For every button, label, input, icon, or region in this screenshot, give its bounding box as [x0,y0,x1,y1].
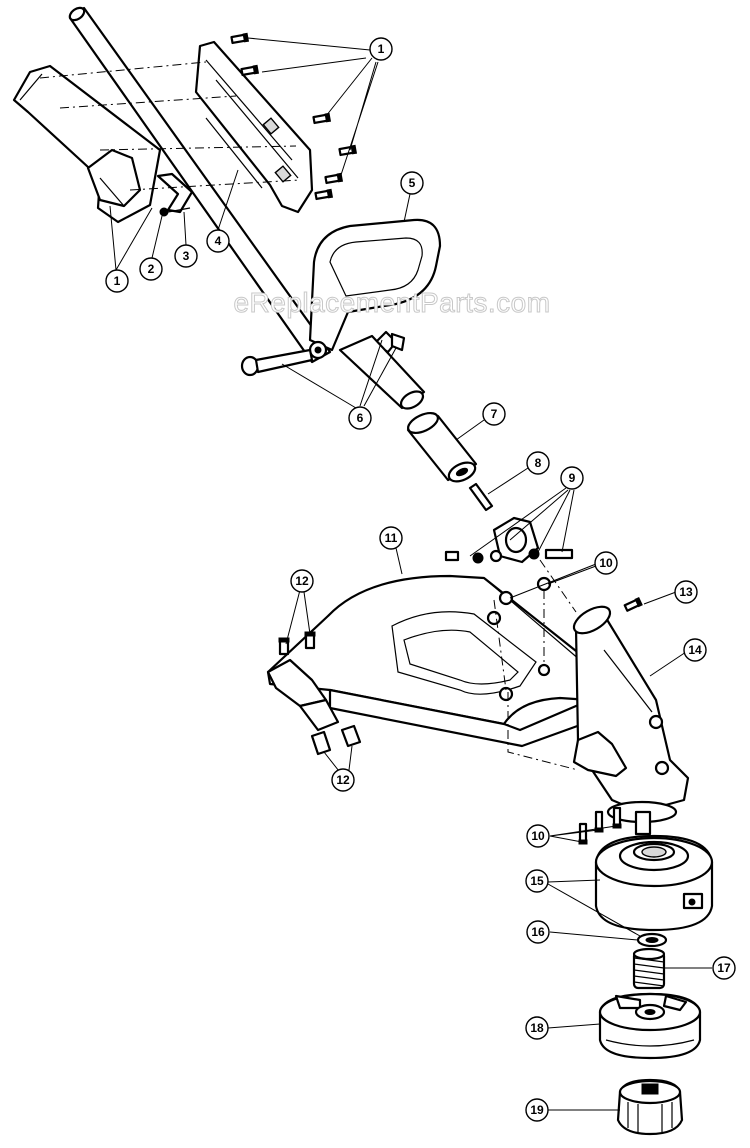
coupler-sleeve [406,411,478,483]
svg-text:10: 10 [531,829,545,843]
callout-12-upper: 12 [290,569,314,593]
callout-3: 3 [174,244,198,268]
watermark-text: eReplacementParts.com [233,287,550,318]
handle-housing-right [194,40,314,214]
spool [598,992,702,1060]
upper-shaft [68,6,332,364]
svg-text:12: 12 [295,574,309,588]
spring [632,947,666,990]
grass-guard [266,574,602,748]
callout-2: 2 [139,257,163,281]
callout-14: 14 [683,638,707,662]
callout-5: 5 [400,171,424,195]
callout-1-bottom: 1 [105,269,129,293]
callout-17: 17 [712,956,736,980]
svg-text:1: 1 [114,274,121,288]
svg-text:5: 5 [409,176,416,190]
gear-head [572,605,690,836]
callout-10-upper: 10 [594,551,618,575]
gearhead-screws-10 [578,806,622,845]
shaft-key [468,482,494,512]
svg-text:10: 10 [599,556,613,570]
callout-19: 19 [525,1098,549,1122]
alignment-lines-guard [493,559,579,771]
callout-11: 11 [379,526,403,550]
callout-18: 18 [525,1016,549,1040]
svg-text:15: 15 [530,874,544,888]
callout-13: 13 [674,580,698,604]
handle-bolt [240,330,406,377]
svg-text:7: 7 [491,407,498,421]
washer [636,932,668,948]
guard-screws-12 [278,631,362,756]
callout-6: 6 [348,406,372,430]
callout-4: 4 [206,229,230,253]
d-handle [308,218,442,360]
callout-1-top: 1 [369,37,393,61]
svg-text:17: 17 [717,961,731,975]
svg-text:9: 9 [569,471,576,485]
lower-shaft [338,334,426,410]
svg-text:4: 4 [215,234,222,248]
callout-7: 7 [482,402,506,426]
spool-housing [594,834,714,932]
handle-housing-left [12,64,162,224]
screw-13 [623,596,643,612]
svg-text:8: 8 [535,456,542,470]
svg-text:19: 19 [530,1103,544,1117]
callout-9: 9 [560,466,584,490]
guard-clamp [444,516,574,564]
svg-text:11: 11 [385,531,398,545]
leader-lines [109,37,712,1111]
bump-knob [616,1078,684,1136]
callout-8: 8 [526,451,550,475]
callout-15: 15 [525,869,549,893]
svg-text:1: 1 [378,42,385,56]
callout-16: 16 [526,920,550,944]
svg-text:18: 18 [530,1021,544,1035]
svg-text:6: 6 [357,411,364,425]
svg-text:13: 13 [679,585,693,599]
wire [205,117,263,189]
svg-text:2: 2 [148,262,155,276]
svg-text:16: 16 [531,925,545,939]
alignment-lines-upper [39,61,301,191]
callout-10-lower: 10 [526,824,550,848]
trigger-lock [156,172,194,217]
svg-text:3: 3 [183,249,190,263]
callout-12-lower: 12 [331,768,355,792]
svg-text:14: 14 [688,643,702,657]
svg-text:12: 12 [336,773,350,787]
